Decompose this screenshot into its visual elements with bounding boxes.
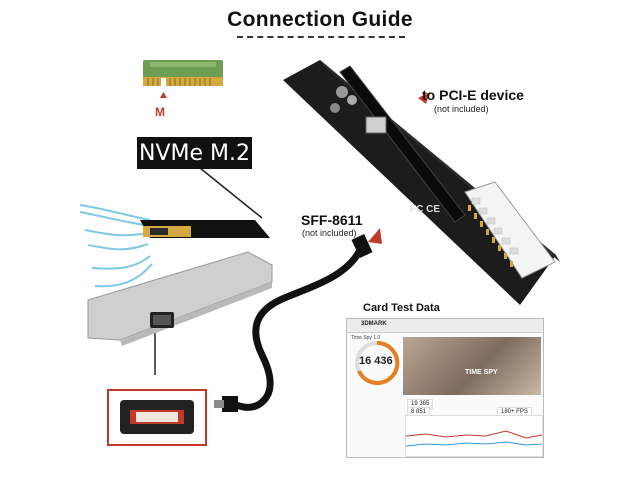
m2-card-thumbnail — [143, 60, 223, 87]
panel-test-name: Time Spy 1.0 — [351, 335, 381, 341]
sff-plug-top — [351, 233, 373, 259]
sff-cable-black — [231, 248, 364, 411]
pcie-note: (not included) — [434, 104, 489, 114]
panel-titlebar — [347, 319, 543, 333]
pcie-device-label: to PCI-E device — [422, 87, 524, 103]
panel-banner-image — [403, 337, 541, 395]
pcie-adapter-board: FC CE — [283, 60, 560, 305]
page-title: Connection Guide — [227, 8, 413, 31]
title-underline — [237, 36, 405, 38]
m-key-label: M — [155, 105, 165, 119]
sff-cable-blue — [79, 204, 153, 288]
score-gauge — [355, 340, 400, 385]
sff-note: (not included) — [302, 228, 357, 238]
sff-label: SFF-8611 — [301, 212, 363, 228]
svg-text:FC CE: FC CE — [410, 204, 440, 215]
sff-plug-bottom — [222, 396, 238, 412]
m-key-arrow — [160, 92, 167, 98]
benchmark-panel: 3DMARK Time Spy 1.0 16 436 TIME SPY 19 3… — [346, 318, 544, 458]
nvme-m2-adapter — [140, 220, 270, 238]
panel-brand: 3DMARK — [361, 321, 387, 327]
arrow-to-pcie — [418, 92, 430, 104]
port-closeup — [107, 389, 207, 446]
nvme-label: NVMe M.2 — [137, 137, 252, 169]
card-test-label: Card Test Data — [363, 302, 440, 314]
panel-score: 16 436 — [359, 355, 393, 367]
arrow-to-sff — [368, 228, 382, 244]
pci-bracket — [87, 251, 273, 346]
panel-graph — [405, 415, 543, 457]
nvme-pointer-line — [199, 167, 263, 219]
panel-banner-title: TIME SPY — [465, 369, 498, 376]
